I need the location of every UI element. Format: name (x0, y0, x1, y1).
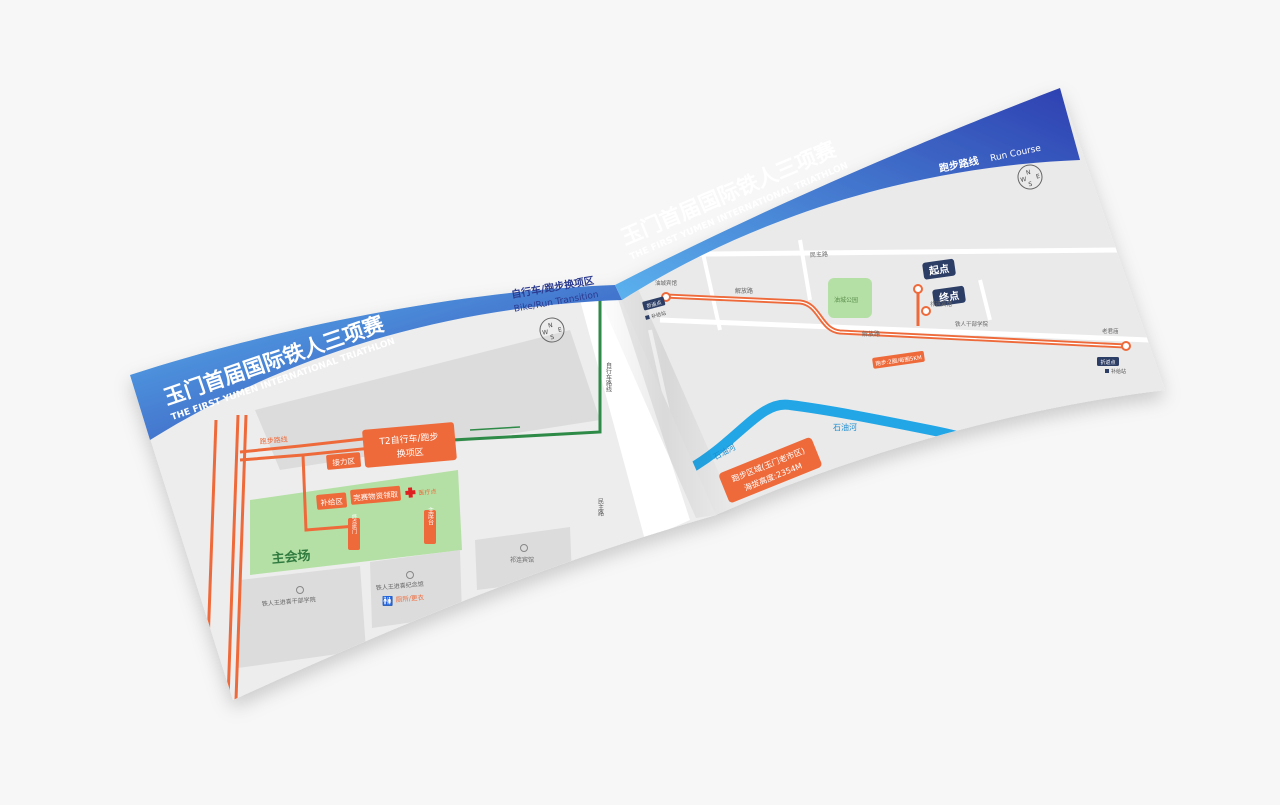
left-banner (130, 285, 622, 440)
bike-road-label: 自行车路线 (605, 361, 612, 392)
bike-arrow (469, 426, 521, 431)
river-label-2: 石油河 (833, 422, 857, 432)
supply-station-right-label: 补给站 (1111, 368, 1126, 375)
left-page (130, 285, 716, 700)
school-label: 铁人干部学院 (955, 320, 989, 328)
run-route-label: 跑步路线 (259, 435, 288, 446)
relay-zone-label: 接力区 (332, 455, 356, 467)
jiefang-road-label-1: 解放路 (735, 287, 753, 295)
park-label: 油城公园 (834, 296, 858, 304)
t2-transition-zone: T2自行车/跑步 换项区 (362, 422, 457, 468)
supply-station-right: 补给站 (1105, 368, 1126, 375)
building-3: 祁连宾馆 (510, 544, 534, 564)
finish-gate: 终点拱门 (348, 513, 360, 550)
toilet-label: 厕所/更衣 (395, 593, 424, 604)
finish-gate-label: 终点拱门 (351, 513, 357, 535)
minzhu-road-label-left: 民主路 (597, 498, 604, 517)
finisher-kit-label: 完赛物资领取 (353, 489, 399, 503)
compass-left: N S E W (539, 317, 565, 343)
finisher-kit-zone: 完赛物资领取 (350, 485, 401, 505)
compass-n-right: N (1025, 169, 1031, 177)
supply-station-left: 补给站 (645, 310, 667, 321)
building-3-label: 祁连宾馆 (510, 556, 534, 564)
turnaround-left-label: 折返点 (646, 299, 662, 310)
toilet: 🚻 厕所/更衣 (382, 593, 425, 607)
turnaround-left: 折返点 (642, 296, 666, 311)
right-banner (615, 88, 1080, 300)
compass-s: S (550, 334, 555, 342)
supply-zone: 补给区 (316, 492, 348, 510)
start-marker: 起点 (922, 258, 956, 280)
minzhu-road-label-right: 民主路 (810, 250, 828, 259)
compass-w: W (542, 329, 549, 337)
medical-cross-icon (405, 487, 416, 498)
page-fold (595, 282, 736, 518)
t2-label-line2: 换项区 (396, 446, 424, 460)
supply-zone-label: 补给区 (320, 496, 344, 508)
podium-label: 主席台 (427, 506, 434, 526)
finish-label: 终点 (938, 289, 960, 305)
main-venue-label: 主会场 (271, 548, 311, 567)
relay-zone: 接力区 (326, 452, 362, 470)
brochure (130, 88, 1165, 700)
podium: 主席台 (424, 506, 436, 544)
compass-right: N S E W (1017, 164, 1043, 190)
supply-station-left-label: 补给站 (651, 310, 667, 321)
medical-point-label: 医疗点 (418, 487, 437, 497)
finish-marker: 终点 (932, 285, 966, 307)
hotel-label: 油城宾馆 (655, 279, 678, 287)
compass-w-right: W (1020, 176, 1027, 184)
medical-point: 医疗点 (405, 487, 437, 498)
compass-n: N (548, 322, 554, 330)
jiefang-road-label-2: 解放路 (862, 330, 880, 338)
toilet-icon: 🚻 (382, 595, 393, 607)
park-area (828, 278, 872, 318)
qilian-hotel-label: 祁连宾馆 (930, 300, 953, 308)
compass-e: E (558, 326, 563, 334)
start-label: 起点 (927, 262, 950, 278)
compass-s-right: S (1028, 181, 1033, 189)
turnaround-right: 折返点 (1097, 357, 1119, 366)
compass-e-right: E (1035, 173, 1040, 181)
laojun-label: 老君庙 (1102, 327, 1119, 335)
turnaround-right-label: 折返点 (1100, 359, 1115, 366)
